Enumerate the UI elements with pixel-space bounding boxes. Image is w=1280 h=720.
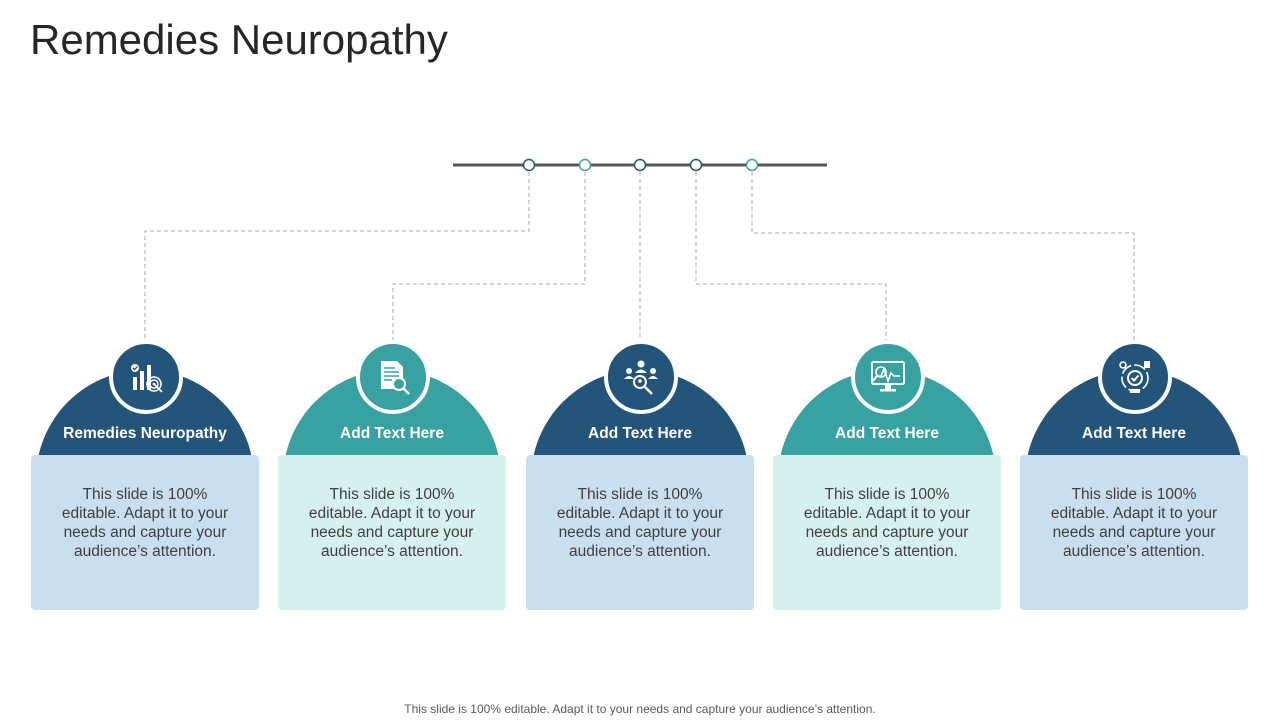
analytics-target-icon — [131, 364, 163, 393]
card-description: This slide is 100% editable. Adapt it to… — [556, 486, 724, 560]
card-5: Add Text Here This slide is 100% editabl… — [1020, 340, 1248, 610]
connector-line-2 — [392, 165, 586, 340]
card-3: Add Text Here This slide is 100% editabl… — [526, 340, 754, 610]
connector-line-5 — [751, 165, 1135, 340]
card-icon-circle — [109, 340, 183, 414]
gear-check-icon — [1119, 361, 1150, 393]
card-heading: Add Text Here — [340, 425, 444, 442]
card-description: This slide is 100% editable. Adapt it to… — [803, 486, 971, 560]
card-description: This slide is 100% editable. Adapt it to… — [61, 486, 229, 560]
timeline-node-1 — [522, 158, 536, 172]
footer-note: This slide is 100% editable. Adapt it to… — [404, 702, 876, 716]
card-description: This slide is 100% editable. Adapt it to… — [308, 486, 476, 560]
document-search-icon — [381, 361, 410, 395]
card-4: Add Text Here This slide is 100% editabl… — [773, 340, 1001, 610]
card-heading: Add Text Here — [1082, 425, 1186, 442]
card-icon-circle — [851, 340, 925, 414]
connector-line-4 — [695, 165, 887, 340]
card-body — [773, 455, 1001, 610]
page-title: Remedies Neuropathy — [30, 16, 448, 63]
card-heading: Add Text Here — [588, 425, 692, 442]
card-1: Remedies Neuropathy This slide is 100% e… — [31, 340, 259, 610]
card-body — [31, 455, 259, 610]
card-body — [526, 455, 754, 610]
card-icon-circle — [604, 340, 678, 414]
card-body — [1020, 455, 1248, 610]
card-heading: Remedies Neuropathy — [63, 425, 227, 442]
team-search-icon — [624, 360, 658, 395]
card-description: This slide is 100% editable. Adapt it to… — [1050, 486, 1218, 560]
card-icon-circle — [356, 340, 430, 414]
card-2: Add Text Here This slide is 100% editabl… — [278, 340, 506, 610]
timeline-node-4 — [689, 158, 703, 172]
card-icon-circle — [1098, 340, 1172, 414]
connector-line-1 — [144, 165, 530, 340]
card-heading: Add Text Here — [835, 425, 939, 442]
timeline-node-3 — [633, 158, 647, 172]
card-body — [278, 455, 506, 610]
monitor-chart-icon — [871, 361, 905, 392]
timeline-node-5 — [745, 158, 759, 172]
timeline-node-2 — [578, 158, 592, 172]
